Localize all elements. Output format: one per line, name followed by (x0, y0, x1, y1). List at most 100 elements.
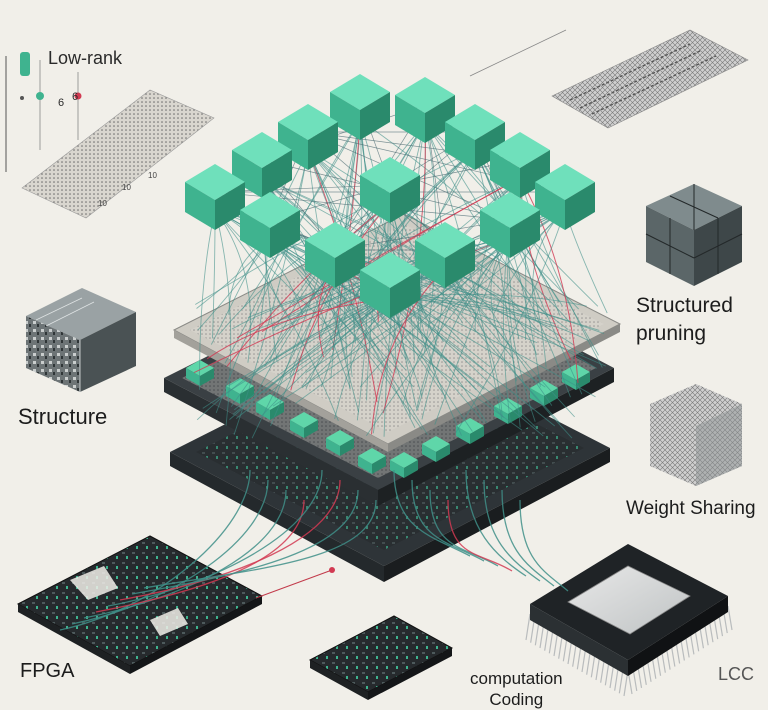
low-rank-panel: 6 6 10 10 10 (5, 52, 215, 219)
connection-wire (262, 267, 446, 394)
structured-pruning-label: Structured pruning (636, 292, 733, 348)
connection-wire (259, 297, 391, 419)
cable (501, 489, 555, 587)
connection-wire (334, 267, 411, 418)
structured-pruning-line1: Structured (636, 294, 733, 317)
cable (143, 499, 377, 589)
structured-pruning-line2: pruning (636, 322, 707, 345)
network-node (360, 252, 420, 318)
cable (429, 489, 499, 567)
network-node (480, 192, 540, 258)
connection-wire (261, 177, 521, 333)
layer-block (326, 430, 354, 456)
connection-wire (228, 267, 446, 387)
structured-pruning-cube (645, 184, 743, 286)
cable (393, 469, 471, 557)
connection-wire (295, 237, 511, 404)
network-node (535, 164, 595, 230)
network-nodes (185, 74, 595, 318)
cable (447, 499, 513, 572)
connection-wire (474, 149, 547, 368)
fpga-pointer (255, 567, 335, 599)
layer-block (422, 436, 450, 462)
connection-wire (214, 209, 232, 426)
cable (107, 469, 323, 607)
layer-block (390, 452, 418, 478)
connection-wire (196, 297, 391, 421)
network-node (360, 157, 420, 223)
computation-coding-label: computation Coding (470, 668, 563, 710)
structure-label: Structure (18, 404, 108, 429)
lcc-label: LCC (718, 664, 755, 684)
connection-wire (247, 267, 336, 413)
network-node (185, 164, 245, 230)
connection-wire (371, 267, 446, 435)
connection-wire (307, 149, 513, 359)
cable (95, 499, 305, 613)
network-node (278, 104, 338, 170)
fpga-label: FPGA (20, 660, 75, 682)
layer-block (562, 364, 590, 390)
network-node (240, 192, 300, 258)
sparse-matrix-strip (469, 29, 749, 129)
connection-wire (519, 177, 579, 383)
connection-wire (474, 149, 521, 428)
connection-wire (214, 209, 339, 421)
connection-wire (474, 149, 599, 356)
cable (483, 479, 541, 582)
connection-wire (359, 119, 579, 310)
connection-wire (206, 297, 391, 360)
cable (83, 489, 287, 619)
structure-cube (26, 288, 136, 392)
computation-coding-line2: Coding (489, 690, 544, 709)
connection-wire (214, 209, 252, 363)
cable (119, 479, 341, 601)
connection-wire (444, 267, 575, 418)
computation-coding-line1: computation (470, 669, 563, 688)
connection-wire (199, 209, 216, 390)
network-node (445, 104, 505, 170)
low-rank-tick: 10 (148, 171, 157, 180)
connection-wire (444, 267, 573, 439)
connection-wire (269, 237, 523, 431)
network-node (305, 222, 365, 288)
cable (519, 499, 569, 592)
cable (71, 479, 269, 625)
network-node (330, 74, 390, 140)
computation-coding-board (308, 615, 454, 700)
cable (465, 469, 527, 577)
layer-block (358, 448, 386, 474)
connection-wire (269, 237, 414, 388)
connection-wire (359, 119, 397, 374)
low-rank-tick: 10 (122, 183, 131, 192)
connection-wire (389, 202, 570, 323)
connection-wire (402, 237, 511, 405)
connection-wire (444, 267, 553, 406)
chip-pin (727, 605, 733, 631)
connection-wire (389, 297, 556, 427)
cable (59, 469, 251, 631)
weight-sharing-label: Weight Sharing (626, 498, 756, 519)
connection-wire (519, 177, 603, 368)
network-node (490, 132, 550, 198)
connection-wire (215, 119, 361, 413)
connection-wire (249, 267, 446, 377)
low-rank-tick: 10 (98, 199, 107, 208)
low-rank-label: Low-rank (48, 48, 123, 68)
connection-wire (334, 267, 423, 397)
cable (411, 479, 485, 562)
connection-wire (261, 177, 535, 315)
lcc-chip (525, 544, 733, 697)
network-node (395, 77, 455, 143)
weight-sharing-cube (650, 384, 742, 486)
connection-wire (332, 119, 361, 351)
chip-pin (525, 613, 531, 641)
network-node (415, 222, 475, 288)
layer-block (290, 412, 318, 438)
connection-wire (434, 237, 511, 425)
low-rank-marker-digit: 6 (72, 91, 78, 103)
fpga-board (16, 535, 264, 674)
connection-wire (389, 297, 589, 341)
connection-wire (307, 149, 444, 343)
